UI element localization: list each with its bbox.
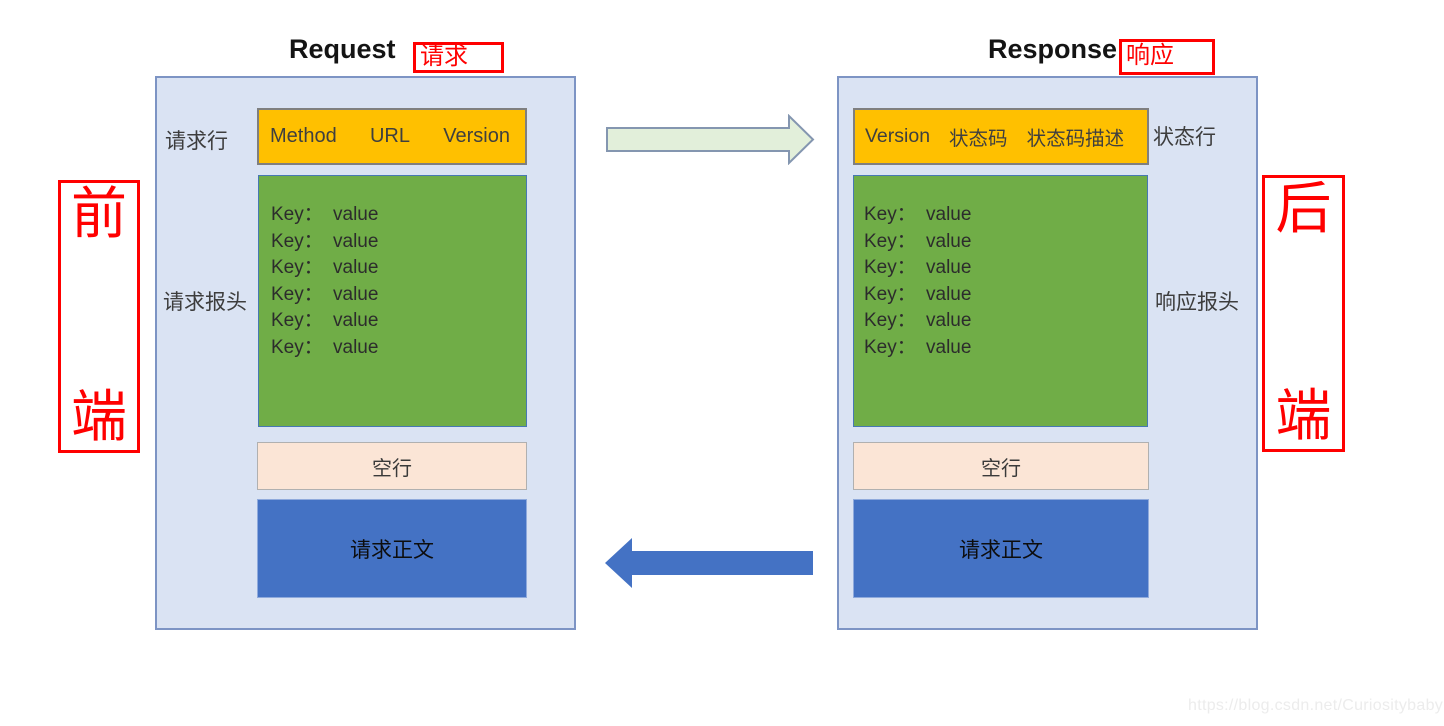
header-row: Key： value bbox=[864, 255, 1147, 282]
header-row: Key： value bbox=[864, 335, 1147, 362]
header-key: Key： bbox=[864, 257, 916, 279]
request-arrow-right-icon bbox=[606, 114, 815, 165]
status-line-field: 状态码描述 bbox=[1026, 128, 1125, 150]
header-row: Key： value bbox=[271, 202, 526, 229]
response-headers-box: Key： value Key： value Key： value Key： va… bbox=[853, 175, 1148, 427]
header-value: value bbox=[926, 336, 972, 358]
header-row: Key： value bbox=[271, 335, 526, 362]
header-value: value bbox=[333, 336, 379, 358]
header-row: Key： value bbox=[271, 229, 526, 256]
backend-char-top: 后 bbox=[1275, 179, 1332, 241]
response-arrow-left-icon bbox=[605, 538, 813, 588]
header-key: Key： bbox=[864, 283, 916, 305]
backend-annotation: 后 端 bbox=[1262, 175, 1345, 452]
response-title: Response bbox=[988, 34, 1118, 64]
request-headers-box: Key： value Key： value Key： value Key： va… bbox=[258, 175, 527, 427]
header-key: Key： bbox=[864, 336, 916, 358]
header-key: Key： bbox=[271, 336, 323, 358]
header-value: value bbox=[333, 257, 379, 279]
header-value: value bbox=[926, 310, 972, 332]
header-value: value bbox=[333, 230, 379, 252]
header-value: value bbox=[333, 310, 379, 332]
frontend-annotation: 前 端 bbox=[58, 180, 140, 453]
header-key: Key： bbox=[271, 310, 323, 332]
request-line-field: Version bbox=[443, 125, 510, 147]
request-blank-line-box: 空行 bbox=[257, 442, 527, 490]
status-line-box: Version 状态码状态码描述 bbox=[853, 108, 1149, 165]
request-body-text: 请求正文 bbox=[350, 538, 434, 562]
header-key: Key： bbox=[864, 204, 916, 225]
header-key: Key： bbox=[271, 283, 323, 305]
header-value: value bbox=[333, 283, 379, 305]
header-row: Key： value bbox=[864, 282, 1147, 309]
header-key: Key： bbox=[271, 204, 323, 225]
request-body-box: 请求正文 bbox=[257, 499, 527, 598]
frontend-char-top: 前 bbox=[71, 184, 127, 246]
header-value: value bbox=[333, 204, 379, 225]
header-value: value bbox=[926, 230, 972, 252]
header-row: Key： value bbox=[271, 282, 526, 309]
header-key: Key： bbox=[864, 310, 916, 332]
request-panel: 请求行 Method URL Version Key： value Key： val… bbox=[155, 76, 576, 630]
status-line-label: 状态行 bbox=[1153, 126, 1216, 149]
request-tag-annotation: 请求 bbox=[413, 42, 504, 73]
response-body-text: 请求正文 bbox=[959, 538, 1043, 562]
header-row: Key： value bbox=[864, 308, 1147, 335]
header-value: value bbox=[926, 204, 972, 225]
request-title: Request bbox=[289, 34, 396, 64]
request-tag-text: 请求 bbox=[420, 44, 468, 70]
header-value: value bbox=[926, 257, 972, 279]
request-headers-label: 请求报头 bbox=[163, 291, 247, 314]
request-line-field: Method bbox=[270, 125, 337, 147]
request-line-field: URL bbox=[369, 125, 410, 147]
status-line-field: Version bbox=[865, 125, 931, 147]
frontend-char-bottom: 端 bbox=[71, 387, 127, 449]
response-headers-label: 响应报头 bbox=[1155, 291, 1239, 314]
status-line-field: 状态码 bbox=[949, 128, 1008, 150]
header-key: Key： bbox=[864, 230, 916, 252]
header-key: Key： bbox=[271, 230, 323, 252]
header-row: Key： value bbox=[864, 202, 1147, 229]
response-panel: Version 状态码状态码描述 状态行 Key： value Key： valu… bbox=[837, 76, 1258, 630]
header-value: value bbox=[926, 283, 972, 305]
request-line-label: 请求行 bbox=[165, 130, 228, 153]
header-key: Key： bbox=[271, 257, 323, 279]
watermark-url: https://blog.csdn.net/Curiositybaby bbox=[1188, 697, 1444, 714]
backend-char-bottom: 端 bbox=[1275, 386, 1332, 448]
request-blank-line-text: 空行 bbox=[372, 457, 412, 480]
response-tag-text: 响应 bbox=[1126, 43, 1174, 69]
response-blank-line-box: 空行 bbox=[853, 442, 1149, 490]
header-row: Key： value bbox=[864, 229, 1147, 256]
response-blank-line-text: 空行 bbox=[981, 457, 1021, 480]
request-line-box: Method URL Version bbox=[257, 108, 527, 165]
response-body-box: 请求正文 bbox=[853, 499, 1149, 598]
header-row: Key： value bbox=[271, 308, 526, 335]
response-tag-annotation: 响应 bbox=[1119, 39, 1215, 75]
header-row: Key： value bbox=[271, 255, 526, 282]
